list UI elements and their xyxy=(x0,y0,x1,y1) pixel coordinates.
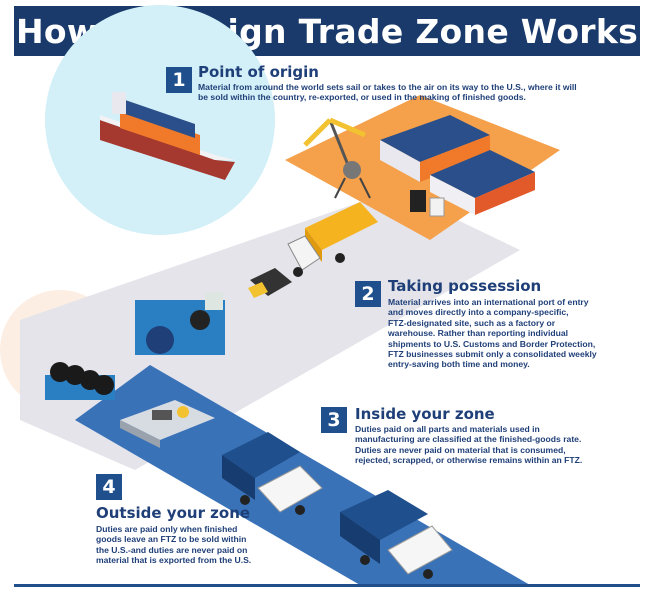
step-4-body-line: the U.S.-and duties are never paid on xyxy=(96,544,248,555)
step-1-body: Material from around the world sets sail… xyxy=(198,82,638,103)
step-4-body-line: material that is exported from the U.S. xyxy=(96,555,252,566)
step-2-body-line: FTZ-designated site, such as a factory o… xyxy=(388,317,556,328)
step-4-number-badge: 4 xyxy=(96,474,122,500)
step-1-body-line: be sold within the country, re-exported,… xyxy=(198,92,526,103)
truck-icon xyxy=(287,202,378,277)
machine-icon xyxy=(135,292,225,355)
step-3-body: Duties paid on all parts and materials u… xyxy=(355,424,640,466)
step-4-body-line: goods leave an FTZ to be sold within xyxy=(96,534,247,545)
step-2-body-line: shipments to U.S. Customs and Border Pro… xyxy=(388,338,596,349)
step-2-body-line: and moves directly into a company-specif… xyxy=(388,307,569,318)
step-3-body-line: rejected, scrapped, or otherwise remains… xyxy=(355,455,583,466)
step-3-title: Inside your zone xyxy=(355,405,495,423)
cable-reel-icon xyxy=(410,190,445,217)
truck-icon xyxy=(340,490,453,579)
tire-rack-icon xyxy=(45,362,115,400)
crane-icon xyxy=(303,117,371,199)
step-3-body-line: Duties paid on all parts and materials u… xyxy=(355,424,540,434)
truck-icon xyxy=(222,432,323,515)
container-stack-icon xyxy=(380,115,535,215)
conveyor-icon xyxy=(120,400,215,448)
step-4-title: Outside your zone xyxy=(96,504,251,522)
step-2-body-line: FTZ businesses submit only a consolidate… xyxy=(388,349,597,360)
step-2-title: Taking possession xyxy=(388,277,542,295)
step-4-body-line: Duties are paid only when finished xyxy=(96,524,238,534)
step-2-body-line: warehouse. Rather than reporting individ… xyxy=(388,328,569,339)
step-2-body-line: Material arrives into an international p… xyxy=(388,297,589,307)
step-3-number-badge: 3 xyxy=(321,407,347,433)
step-1-number-badge: 1 xyxy=(166,67,192,93)
step-3-body-line: Duties are never paid on material that i… xyxy=(355,444,566,455)
step-3-body-line: manufacturing are classified at the fini… xyxy=(355,434,582,445)
step-2-body-line: entry-saving both time and money. xyxy=(388,359,530,370)
step-4-body: Duties are paid only when finished goods… xyxy=(96,524,296,566)
step-2-body: Material arrives into an international p… xyxy=(388,297,638,370)
bottom-rule xyxy=(14,584,640,587)
cargo-ship-icon xyxy=(100,92,235,180)
pallet-icon xyxy=(248,268,292,298)
step-1-title: Point of origin xyxy=(198,63,319,81)
step-1-body-line: Material from around the world sets sail… xyxy=(198,82,577,92)
step-2-number-badge: 2 xyxy=(355,281,381,307)
